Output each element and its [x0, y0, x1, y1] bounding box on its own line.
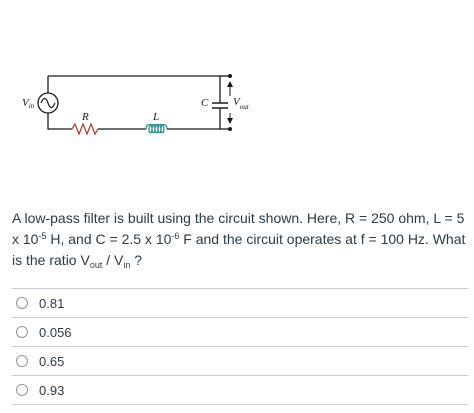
radio-button[interactable]: [16, 355, 28, 367]
resistor-label: R: [81, 111, 89, 123]
circuit-bottom-wire: [167, 108, 221, 130]
answer-list: 0.81 0.056 0.65 0.93: [12, 288, 468, 405]
radio-button[interactable]: [16, 326, 28, 338]
vin-label: Vin: [22, 97, 35, 110]
circuit-left-wire: [47, 76, 72, 130]
answer-option[interactable]: 0.93: [12, 376, 468, 405]
answer-label: 0.056: [39, 324, 72, 340]
vout-arrowhead-up-icon: [227, 81, 233, 87]
output-terminal-top: [228, 74, 232, 78]
output-terminal-bottom: [228, 127, 232, 131]
answer-option[interactable]: 0.056: [12, 318, 468, 347]
question-text: A low-pass filter is built using the cir…: [12, 210, 466, 270]
answer-option[interactable]: 0.81: [12, 289, 468, 318]
inductor-label: L: [152, 111, 159, 123]
answer-label: 0.81: [39, 295, 65, 311]
circuit-diagram: Vin R L C Vout: [22, 74, 250, 136]
answer-label: 0.65: [39, 353, 65, 369]
answer-label: 0.93: [39, 382, 65, 398]
vout-label: Vout: [233, 96, 250, 111]
radio-button[interactable]: [16, 297, 28, 309]
radio-button[interactable]: [16, 384, 28, 396]
capacitor-label: C: [201, 97, 209, 109]
sine-wave-icon: [40, 97, 56, 109]
circuit-top-wire: [48, 75, 221, 103]
inductor-icon: [145, 123, 168, 134]
answer-option[interactable]: 0.65: [12, 347, 468, 376]
vout-arrowhead-down-icon: [227, 118, 233, 124]
resistor-icon: [71, 122, 99, 136]
